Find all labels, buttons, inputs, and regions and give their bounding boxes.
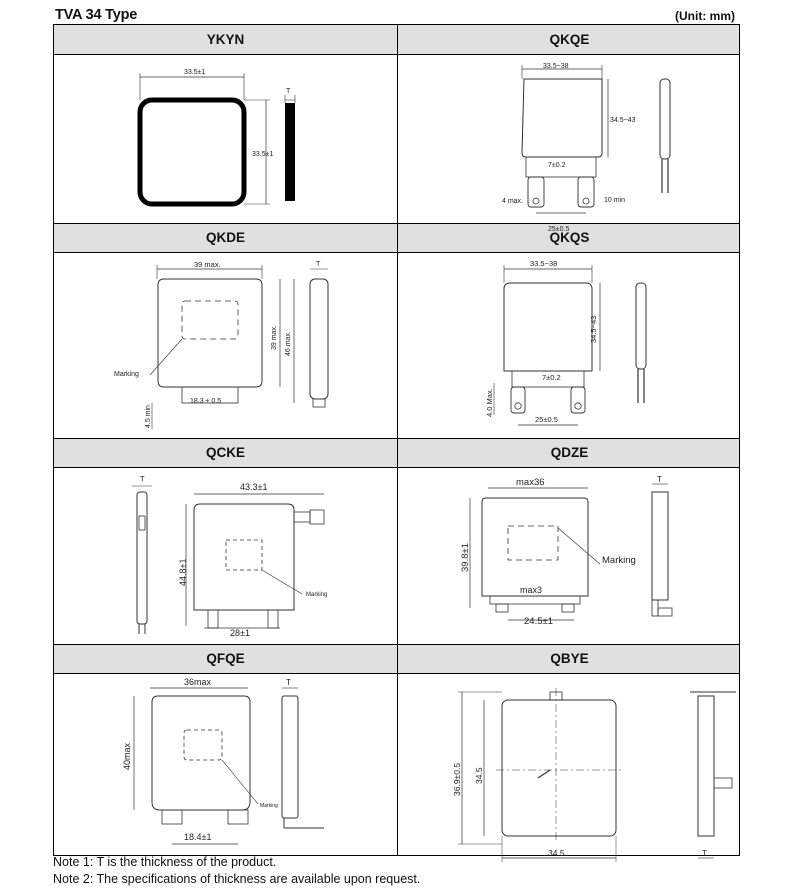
qkqs-body [503, 282, 593, 372]
qkde-pitch-label: 18.3 ± 0.5 [190, 398, 221, 405]
qbye-inner-height-label: 34.5 [474, 767, 484, 784]
qkde-marking-label: Marking [114, 371, 139, 378]
ykyn-drawing: 33.5±1 33.5±1 T [137, 69, 296, 207]
qfqe-drawing: 36max Marking 40max 18.4±1 T [122, 677, 324, 845]
qkqs-lead-left [510, 386, 526, 414]
qdze-body [481, 497, 589, 597]
qcke-marking-area [225, 539, 263, 571]
qkde-marking-area [181, 300, 239, 340]
qkde-t-label: T [316, 261, 321, 268]
qkqe-body [521, 78, 603, 158]
qkqs-lead-spacing: 7±0.2 [542, 373, 561, 382]
ykyn-t-label: T [286, 88, 291, 95]
qdze-height-label: 39.8±1 [460, 543, 471, 572]
qdze-width-label: max36 [516, 477, 545, 488]
qkqe-lead-left [527, 176, 545, 208]
cell-title-qkqs: QKQS [549, 230, 590, 245]
ykyn-side-view [285, 103, 295, 201]
qfqe-side-view [281, 695, 299, 819]
qdze-lead-max: max3 [520, 585, 542, 595]
qdze-t-label: T [657, 475, 662, 484]
qkqe-lead-spacing: 7±0.2 [548, 162, 566, 169]
cell-title-qdze: QDZE [550, 445, 589, 460]
header-row-1 [54, 25, 739, 55]
qkqe-lead-right [577, 176, 595, 208]
qdze-marking-label: Marking [602, 555, 636, 566]
qkde-lead-base [181, 386, 239, 404]
qdze-drawing: max36 Marking 39.8±1 max3 24.5±1 T [460, 475, 673, 627]
qbye-body [501, 699, 617, 837]
ykyn-width-label: 33.5±1 [184, 69, 205, 76]
qcke-side-view [136, 491, 148, 625]
qkqe-width-label: 33.5~38 [543, 63, 569, 70]
qkqe-lead-max: 4 max. [502, 198, 523, 205]
qkqe-lead-min: 10 min [604, 197, 625, 204]
qcke-height-label: 44.8±1 [178, 559, 188, 586]
qfqe-height-label: 40max [122, 742, 132, 770]
cell-title-qcke: QCKE [205, 445, 245, 460]
cell-title-qkde: QKDE [205, 230, 245, 245]
header-row-2 [54, 223, 739, 253]
note-1: Note 1: T is the thickness of the produc… [53, 855, 277, 869]
qkde-body [157, 278, 263, 388]
page-title: TVA 34 Type [55, 7, 138, 23]
qkqs-lead-max: 4.0 Max. [485, 388, 494, 417]
qkqs-lead-right [570, 386, 586, 414]
qkqs-height-label: 34.5~43 [589, 316, 598, 343]
qkde-lead-min: 4.5 min [145, 405, 152, 428]
cell-title-qkqe: QKQE [549, 32, 590, 47]
qkqe-drawing: 33.5~38 34.5~43 7±0.2 4 max. 10 min 25±0… [502, 63, 671, 233]
qkqs-side-view [635, 282, 647, 370]
qkde-side-view [309, 278, 329, 400]
qkqe-side-view [659, 78, 671, 160]
qfqe-pitch-label: 18.4±1 [184, 832, 211, 842]
qcke-pitch-label: 28±1 [230, 628, 250, 638]
qbye-drawing: 36.9±0.5 34.5 34.5 T [452, 688, 736, 862]
qfqe-marking-label: Marking [260, 803, 278, 809]
qfqe-marking-area [183, 729, 223, 761]
header-row-4 [54, 644, 739, 674]
qfqe-t-label: T [286, 678, 291, 687]
qcke-body [193, 503, 295, 611]
cell-title-qfqe: QFQE [206, 651, 245, 666]
qcke-width-label: 43.3±1 [240, 482, 267, 492]
qbye-side-view [697, 695, 715, 837]
cell-title-ykyn: YKYN [206, 32, 245, 47]
unit-label: (Unit: mm) [675, 9, 735, 23]
qfqe-width-label: 36max [184, 677, 212, 687]
qkqs-drawing: 33.5~38 34.5~43 7±0.2 4.0 Max. 25±0.5 [485, 259, 647, 426]
qfqe-body [151, 695, 251, 811]
ykyn-body [137, 97, 247, 207]
qkde-drawing: 39 max. Marking 39 max. 46 max. 18.3 ± 0… [114, 260, 329, 429]
qkde-height-label: 39 max. [271, 325, 278, 350]
qbye-outer-height-label: 36.9±0.5 [452, 763, 462, 796]
header-row-3 [54, 438, 739, 468]
qkqe-lead-base [525, 156, 597, 178]
column-divider [397, 25, 398, 855]
qkqe-pitch-label: 25±0.5 [548, 226, 569, 233]
qdze-pitch-label: 24.5±1 [524, 616, 553, 627]
qcke-t-label: T [140, 474, 145, 483]
spec-table: YKYN QKQE QKDE QKQS QCKE QDZE QFQE QBYE … [53, 24, 740, 862]
qbye-inner-width-label: 34.5 [548, 848, 565, 858]
qdze-side-view [651, 491, 669, 601]
qcke-drawing: T 43.3±1 Marking 44.8±1 28±1 [132, 474, 327, 638]
note-2: Note 2: The specifications of thickness … [53, 872, 421, 886]
qkqs-pitch-label: 25±0.5 [535, 415, 558, 424]
qbye-t-label: T [702, 849, 707, 858]
qdze-marking-area [507, 525, 559, 561]
qkde-height2-label: 46 max. [285, 331, 292, 356]
qcke-marking-label: Marking [306, 592, 327, 598]
qkqs-width-label: 33.5~38 [530, 259, 557, 268]
qkqe-height-label: 34.5~43 [610, 117, 636, 124]
ykyn-height-label: 33.5±1 [252, 151, 273, 158]
cell-title-qbye: QBYE [550, 651, 589, 666]
qkde-width-label: 39 max. [194, 260, 221, 269]
